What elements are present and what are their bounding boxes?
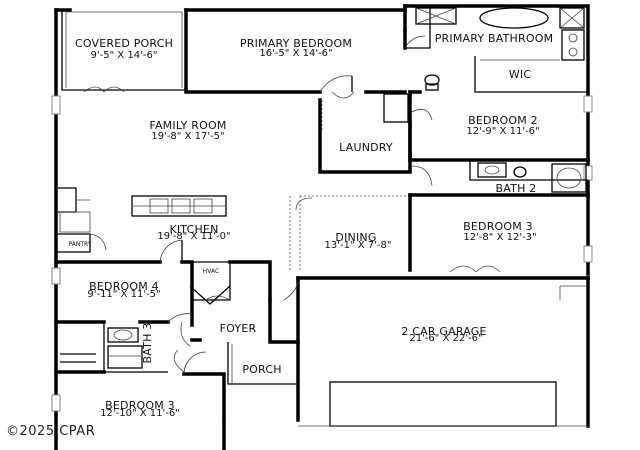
primary-bedroom-dimensions: 16'-5" X 14'-6" (259, 48, 332, 59)
family-room-label: FAMILY ROOM (149, 119, 226, 132)
pantry-label: PANTRY (69, 241, 92, 248)
kitchen-label: KITCHEN (169, 223, 218, 236)
dining-dimensions: 13'-1" X 7'-8" (325, 240, 392, 251)
bedroom-3-right-label: BEDROOM 3 (463, 220, 533, 233)
bedroom-2-walls (408, 90, 590, 187)
bath-3-walls (54, 322, 168, 374)
bedroom-2-dimensions: 12'-9" X 11'-6" (466, 126, 539, 137)
foyer-label: FOYER (220, 322, 257, 335)
pantry-walls (56, 233, 107, 253)
exterior-walls (54, 4, 590, 450)
bath-2-label: BATH 2 (496, 182, 537, 195)
bedroom-3-right-dimensions: 12'-8" X 12'-3" (463, 232, 536, 243)
windows (51, 95, 593, 412)
hvac-label: HVAC (203, 268, 219, 275)
garage-label: 2 CAR GARAGE (401, 325, 486, 338)
laundry-label: LAUNDRY (339, 141, 393, 154)
bath-2-walls (408, 160, 590, 197)
foyer-porch-walls (173, 281, 300, 422)
room-labels: COVERED PORCH 9'-5" X 14'-6" PRIMARY BED… (69, 32, 554, 419)
garage-dimensions: 21'-6" X 22'-6" (409, 333, 482, 344)
wic-label: WIC (509, 68, 532, 81)
garage-features (298, 285, 588, 427)
covered-porch-dimensions: 9'-5" X 14'-6" (91, 50, 158, 61)
primary-bathroom-walls (404, 6, 588, 93)
bedroom-3-left-label: BEDROOM 3 (105, 399, 175, 412)
bedroom-4-dimensions: 9'-11" X 11'-5" (87, 289, 160, 300)
hvac-walls (189, 261, 231, 305)
copyright-watermark: ©2025 CPAR (6, 424, 95, 439)
primary-bedroom-label: PRIMARY BEDROOM (240, 37, 352, 50)
bedroom-4-walls (54, 239, 194, 327)
family-room-dimensions: 19'-8" X 17'-5" (151, 131, 224, 142)
bedroom-3-left-dimensions: 12'-10" X 11'-6" (100, 408, 180, 419)
primary-bathroom-label: PRIMARY BATHROOM (435, 32, 554, 45)
primary-bedroom-walls (83, 8, 407, 94)
covered-porch-label: COVERED PORCH (75, 37, 173, 50)
kitchen-dimensions: 19'-8" X 11'-0" (157, 231, 230, 242)
kitchen-features (58, 187, 227, 233)
bedroom-2-label: BEDROOM 2 (468, 114, 538, 127)
dining-label: DINING (335, 231, 376, 244)
bath-3-label: BATH 3 (141, 323, 154, 364)
porch-label: PORCH (242, 363, 281, 376)
bedroom-4-label: BEDROOM 4 (89, 280, 159, 293)
dining-walls (228, 193, 501, 302)
